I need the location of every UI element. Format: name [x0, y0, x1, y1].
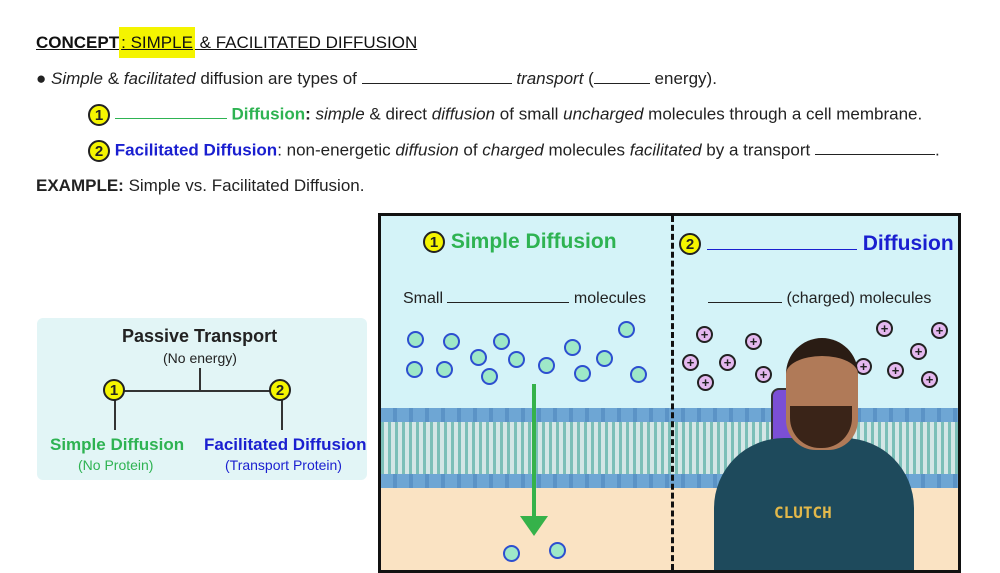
number-badge: 1	[103, 379, 125, 401]
charged-ion: +	[682, 354, 699, 371]
arrow-head	[520, 516, 548, 536]
right-caption: (charged) molecules	[708, 289, 931, 308]
uncharged-molecule	[443, 333, 460, 350]
charged-ion: +	[921, 371, 938, 388]
charged-ion: +	[755, 366, 772, 383]
membrane-diagram: 1 Simple Diffusion Small molecules 2 Dif…	[378, 213, 961, 573]
number-badge: 2	[269, 379, 291, 401]
uncharged-molecule	[407, 331, 424, 348]
charged-ion: +	[887, 362, 904, 379]
uncharged-molecule	[618, 321, 635, 338]
item-facilitated-diffusion: 2 Facilitated Diffusion: non-energetic d…	[88, 140, 940, 162]
charged-ion: +	[745, 333, 762, 350]
passive-subtitle: (No energy)	[163, 350, 237, 366]
uncharged-molecule	[574, 365, 591, 382]
uncharged-molecule	[436, 361, 453, 378]
facilitated-diffusion-label: Facilitated Diffusion	[204, 435, 367, 454]
charged-ion: +	[910, 343, 927, 360]
uncharged-molecule	[481, 368, 498, 385]
clutch-logo: CLUTCH	[774, 503, 832, 522]
uncharged-molecule	[564, 339, 581, 356]
uncharged-molecule	[406, 361, 423, 378]
diffusion-arrow	[532, 384, 536, 524]
charged-ion: +	[719, 354, 736, 371]
uncharged-molecule	[503, 545, 520, 562]
presenter-shirt: CLUTCH	[714, 438, 914, 570]
uncharged-molecule	[596, 350, 613, 367]
no-protein-label: (No Protein)	[78, 457, 154, 473]
item-simple-diffusion: 1 Diffusion: simple & direct diffusion o…	[88, 104, 922, 126]
charged-ion: +	[931, 322, 948, 339]
divider	[671, 216, 674, 570]
bullet-line: ● Simple & facilitated diffusion are typ…	[36, 69, 717, 88]
example-line: EXAMPLE: Simple vs. Facilitated Diffusio…	[36, 176, 365, 195]
passive-title: Passive Transport	[122, 326, 278, 346]
left-caption: Small molecules	[403, 290, 646, 307]
charged-ion: +	[876, 320, 893, 337]
uncharged-molecule	[538, 357, 555, 374]
passive-transport-diagram: Passive Transport (No energy) 1 2 Simple…	[37, 318, 367, 480]
charged-ion: +	[697, 374, 714, 391]
presenter-head	[786, 338, 858, 450]
uncharged-molecule	[549, 542, 566, 559]
charged-ion: +	[696, 326, 713, 343]
uncharged-molecule	[508, 351, 525, 368]
concept-title: CONCEPT: SIMPLE & FACILITATED DIFFUSION	[36, 27, 417, 58]
uncharged-molecule	[493, 333, 510, 350]
simple-diffusion-label: Simple Diffusion	[50, 435, 185, 454]
uncharged-molecule	[470, 349, 487, 366]
left-panel-title: 1 Simple Diffusion	[423, 230, 617, 254]
right-panel-title: 2 Diffusion	[679, 230, 954, 256]
uncharged-molecule	[630, 366, 647, 383]
transport-protein-label: (Transport Protein)	[225, 457, 342, 473]
